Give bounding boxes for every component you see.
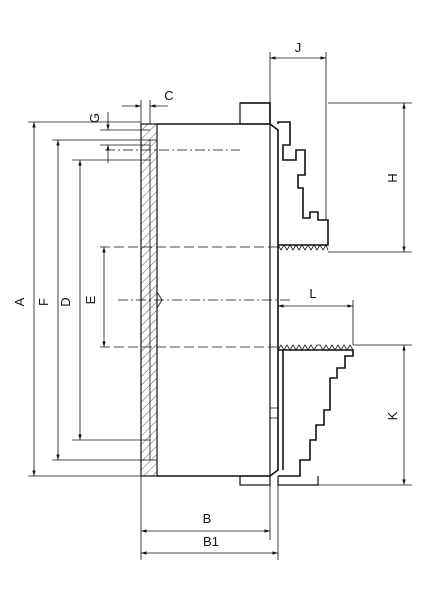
- label-l: L: [309, 286, 316, 301]
- label-b: B: [203, 511, 212, 526]
- extension-lines: [28, 52, 412, 560]
- bottom-jaw-foot: [277, 476, 319, 486]
- bottom-jaw-outline: [278, 349, 354, 477]
- bottom-jaw-serration: [277, 344, 354, 351]
- bottom-jaw-base: [239, 475, 271, 486]
- label-e: E: [83, 295, 98, 304]
- label-h: H: [385, 173, 400, 182]
- top-jaw-serration: [277, 244, 329, 251]
- dimension-labels: A F D E G C J H K L B B1: [12, 40, 400, 549]
- center-lines: [100, 149, 290, 348]
- label-k: K: [385, 411, 400, 420]
- bottom-jaw: [239, 344, 354, 486]
- label-a: A: [12, 297, 27, 306]
- dimension-lines: [32, 56, 406, 555]
- label-d: D: [58, 297, 73, 306]
- label-j: J: [295, 40, 302, 55]
- label-f: F: [36, 298, 51, 306]
- label-c: C: [164, 88, 173, 103]
- top-jaw: [239, 102, 329, 251]
- t-slot-detail: [270, 407, 279, 419]
- label-b1: B1: [203, 534, 219, 549]
- label-g: G: [87, 113, 102, 123]
- top-jaw-base: [239, 102, 271, 125]
